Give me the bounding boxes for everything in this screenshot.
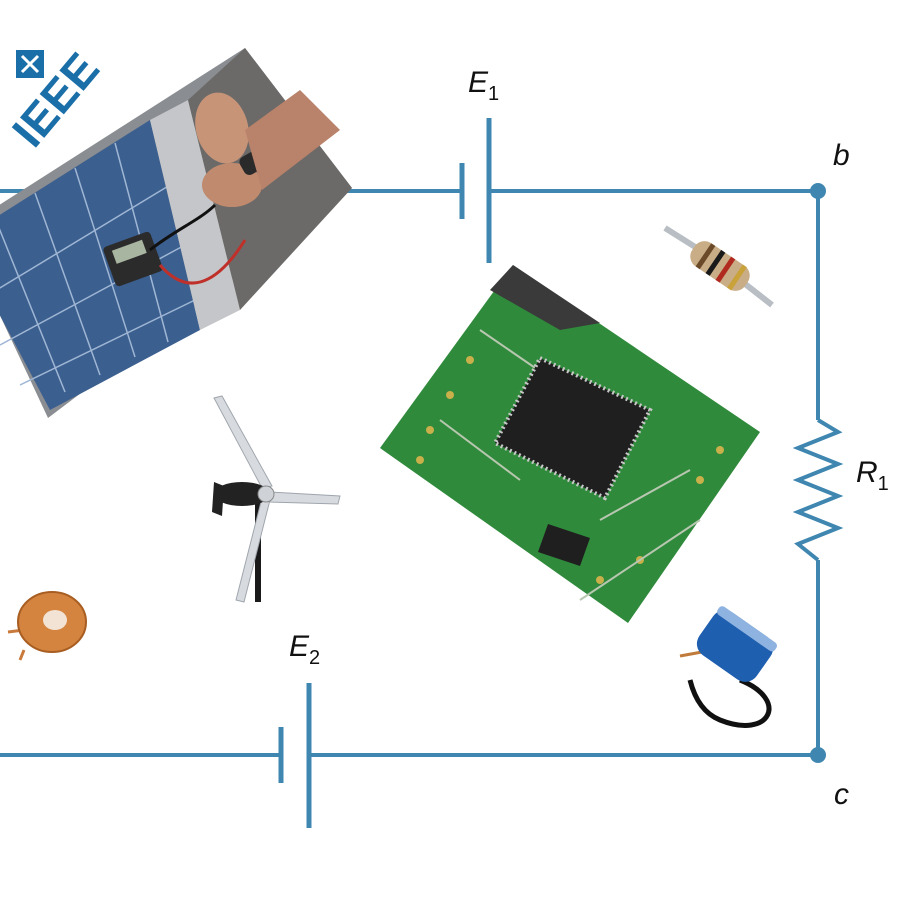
- source-e2-symbol: E: [289, 630, 310, 663]
- node-c-label: c: [834, 778, 849, 811]
- source-e2-label: E2: [289, 630, 320, 669]
- source-e1-symbol: E: [468, 66, 489, 99]
- wind-turbine-photo: [212, 395, 341, 603]
- node-b-dot: [810, 183, 826, 199]
- small-chip: [538, 524, 590, 566]
- turbine-tail: [212, 482, 224, 516]
- ieee-logo-icon-mark: [20, 54, 40, 74]
- ieee-logo: IEEE: [2, 43, 109, 157]
- turbine-blade-up: [213, 395, 273, 489]
- turbine-nacelle: [214, 482, 270, 506]
- capacitor-lead-copper: [679, 650, 703, 658]
- circuit-board-chip-photo: [380, 265, 760, 623]
- solar-panel-cells: [0, 120, 200, 410]
- node-b-label: b: [833, 139, 850, 172]
- processor-chip-pins: [492, 355, 653, 501]
- capacitor-stripe: [717, 606, 778, 652]
- turbine-hub: [257, 485, 275, 503]
- toroid-hole: [43, 610, 67, 630]
- capacitor-lead-black: [687, 677, 772, 728]
- resistor-r1-label: R1: [856, 456, 889, 495]
- source-e1-label: E1: [468, 66, 499, 105]
- processor-chip: [495, 358, 650, 498]
- capacitor-component-photo: [679, 606, 778, 728]
- source-e2-subscript: 2: [309, 647, 320, 669]
- resistor-r1-symbol: R: [856, 456, 878, 489]
- turbine-blade-down: [235, 497, 271, 603]
- toroid-inductor-photo: [7, 591, 87, 661]
- turbine-blade-right: [267, 491, 341, 505]
- source-e1-subscript: 1: [488, 83, 499, 105]
- pcb-dark-edge: [490, 265, 600, 330]
- resistor-lead-left: [663, 225, 702, 253]
- hand-left: [195, 92, 249, 164]
- pcb-traces: [439, 329, 701, 601]
- battery-e2: [278, 683, 312, 828]
- resistor-r1-subscript: 1: [878, 473, 889, 495]
- probe-wire-black: [149, 203, 217, 252]
- node-c-dot: [810, 747, 826, 763]
- toroid-lead-bottom: [18, 649, 26, 661]
- solar-panel-multimeter-photo: [0, 48, 352, 418]
- multimeter: [103, 231, 163, 287]
- forearm: [245, 90, 340, 190]
- battery-e1: [459, 118, 492, 263]
- resistor-component-photo: [663, 225, 774, 308]
- multimeter-display: [111, 239, 147, 264]
- resistor-r1: [792, 418, 844, 562]
- probe-wire-red: [158, 239, 247, 285]
- resistor-bands: [695, 243, 747, 291]
